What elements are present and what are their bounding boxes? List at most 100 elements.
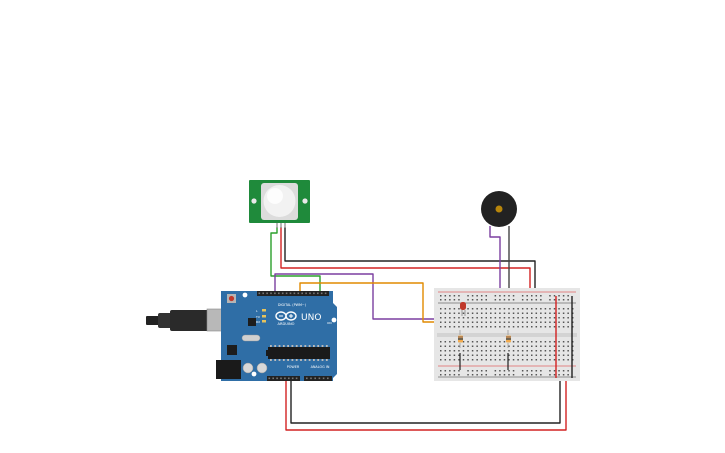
bb-hole [549,312,551,314]
chip-pin [270,359,272,361]
bb-hole [467,321,469,323]
bb-hole [485,321,487,323]
bb-hole [562,317,565,319]
pir-mount-hole-left [251,198,257,204]
bb-hole [440,341,442,343]
arduino-uno[interactable]: DIGITAL (PWM~) POWER ANALOG IN UNO ARDUI… [146,291,337,381]
breadboard[interactable] [434,288,580,381]
bb-hole [449,354,451,356]
bb-hole [503,308,506,310]
bb-hole [508,299,510,301]
reset-button-cap[interactable] [228,295,235,302]
bb-hole [526,299,528,301]
bb-hole [485,295,487,297]
chip-pin [300,359,302,361]
bb-hole [540,312,542,314]
bb-hole [449,370,451,372]
bb-hole [508,345,510,347]
bb-hole [453,354,456,356]
bb-hole [562,312,565,314]
pir-sensor[interactable] [249,180,310,228]
resistor-2[interactable] [506,330,511,348]
bb-hole [480,341,483,343]
bb-hole [453,359,456,361]
bb-hole [499,299,501,301]
bb-hole [535,321,538,323]
capacitor [256,362,268,374]
wire-power-gnd[interactable] [290,375,561,424]
bb-hole [535,308,538,310]
chip-pin [278,359,281,361]
bb-hole [521,317,524,319]
bb-hole [476,299,478,301]
piezo-buzzer[interactable] [481,191,517,227]
bb-hole [549,354,551,356]
wire-led-signal[interactable] [299,282,455,323]
bb-hole [458,321,460,323]
wire-power-5v[interactable] [285,375,567,431]
bb-hole [503,345,506,347]
bb-hole [562,308,565,310]
bb-hole [458,370,460,372]
bb-hole [485,317,487,319]
bb-hole [485,308,487,310]
bb-hole [494,317,497,319]
header-pin [305,292,307,295]
bb-hole [462,321,465,323]
bb-hole [480,312,483,314]
led-label-tx: TX [255,315,260,319]
bb-hole [526,359,528,361]
bb-hole [553,341,556,343]
bb-hole [517,326,519,328]
bb-hole [549,350,551,352]
bb-hole [549,370,551,372]
bb-hole [467,312,469,314]
bb-hole [526,312,528,314]
digital-label: DIGITAL (PWM~) [278,303,307,307]
bb-hole [553,354,556,356]
bb-hole [467,308,469,310]
resistor-band [458,336,463,338]
header-pin [320,292,323,295]
bb-hole [494,370,497,372]
bb-hole [526,350,528,352]
bb-hole [494,374,497,376]
capacitor [242,362,254,374]
bb-hole [531,350,533,352]
bb-hole [471,370,474,372]
bb-hole [526,374,528,376]
bb-hole [535,354,538,356]
bb-hole [499,326,501,328]
led-rx [262,320,266,323]
bb-hole [503,350,506,352]
bb-hole [521,321,524,323]
bb-hole [480,370,483,372]
on-label: ON [327,321,332,325]
bb-hole [508,317,510,319]
bb-hole [526,317,528,319]
bb-hole [458,354,460,356]
bb-hole [544,326,547,328]
pir-dome-highlight [267,188,283,204]
bb-hole [503,370,506,372]
wire-pir-out[interactable] [270,227,321,292]
bb-hole [540,359,542,361]
bb-hole [490,354,492,356]
bb-hole [544,312,547,314]
arduino-model-label: UNO [301,313,321,323]
resistor-band [506,340,511,342]
led-tx [262,315,266,318]
header-pin [313,292,315,295]
wire-pir-vcc[interactable] [280,227,531,296]
wire-pir-gnd[interactable] [284,227,536,296]
bb-hole [531,370,533,372]
resistor-1[interactable] [458,330,463,348]
header-pin [288,377,290,380]
bb-hole [471,326,474,328]
bb-hole [526,341,528,343]
bb-hole [512,370,515,372]
bb-hole [444,326,447,328]
red-led[interactable] [460,302,466,316]
power-label: POWER [287,365,300,369]
bb-holes [440,295,574,376]
